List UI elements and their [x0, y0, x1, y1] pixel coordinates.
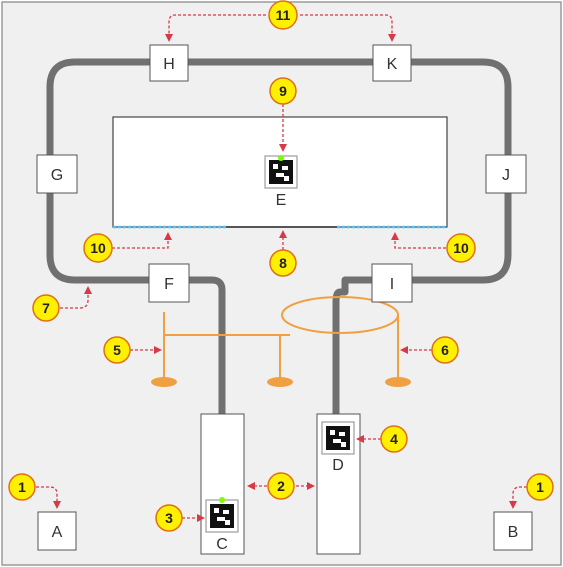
node-a: A — [37, 511, 77, 551]
callout-9: 9 — [269, 77, 297, 105]
svg-text:4: 4 — [390, 431, 398, 447]
track-branch-right — [332, 284, 349, 415]
marker-d — [321, 421, 355, 455]
svg-text:F: F — [164, 276, 174, 293]
svg-text:1: 1 — [18, 479, 26, 495]
track-loop-left — [46, 58, 226, 415]
svg-text:1: 1 — [536, 479, 544, 495]
svg-text:I: I — [390, 276, 394, 293]
label-e: E — [276, 192, 287, 209]
svg-text:5: 5 — [113, 342, 121, 358]
callout-2: 2 — [267, 472, 295, 500]
marker-e — [264, 155, 298, 189]
svg-text:A: A — [52, 524, 63, 541]
annotation-arrows — [36, 14, 527, 522]
callout-4: 4 — [380, 425, 408, 453]
callout-1-right: 1 — [526, 473, 554, 501]
node-j: J — [485, 154, 527, 194]
node-g: G — [36, 154, 78, 194]
svg-text:9: 9 — [279, 83, 287, 99]
svg-text:J: J — [502, 167, 510, 184]
svg-text:6: 6 — [441, 342, 449, 358]
node-k: K — [372, 44, 412, 82]
callout-6: 6 — [431, 336, 459, 364]
svg-text:10: 10 — [90, 240, 106, 256]
svg-text:10: 10 — [453, 240, 469, 256]
svg-text:11: 11 — [276, 7, 291, 23]
barrier-base-right — [385, 377, 411, 387]
callout-7: 7 — [32, 294, 60, 322]
barrier-base-left — [151, 377, 177, 387]
svg-text:G: G — [51, 167, 63, 184]
label-c: C — [216, 536, 228, 553]
svg-text:3: 3 — [165, 510, 173, 526]
callout-8: 8 — [269, 249, 297, 277]
svg-text:H: H — [163, 56, 175, 73]
label-d: D — [332, 457, 344, 474]
svg-text:K: K — [387, 56, 398, 73]
callout-1-left: 1 — [8, 473, 36, 501]
svg-text:B: B — [508, 524, 519, 541]
callout-5: 5 — [103, 336, 131, 364]
node-h: H — [149, 44, 189, 82]
callout-10-right: 10 — [446, 233, 476, 263]
callout-3: 3 — [155, 504, 183, 532]
marker-c — [205, 497, 239, 533]
callout-10-left: 10 — [83, 233, 113, 263]
svg-text:8: 8 — [279, 255, 287, 271]
node-b: B — [493, 511, 533, 551]
barrier-base-mid — [267, 377, 293, 387]
node-f: F — [148, 263, 190, 303]
svg-text:7: 7 — [42, 300, 50, 316]
barrier-gates — [163, 296, 399, 380]
node-i: I — [371, 263, 413, 303]
station-c — [200, 413, 245, 555]
callout-11: 11 — [268, 0, 298, 30]
track-loop — [75, 58, 512, 284]
svg-text:2: 2 — [277, 478, 285, 494]
